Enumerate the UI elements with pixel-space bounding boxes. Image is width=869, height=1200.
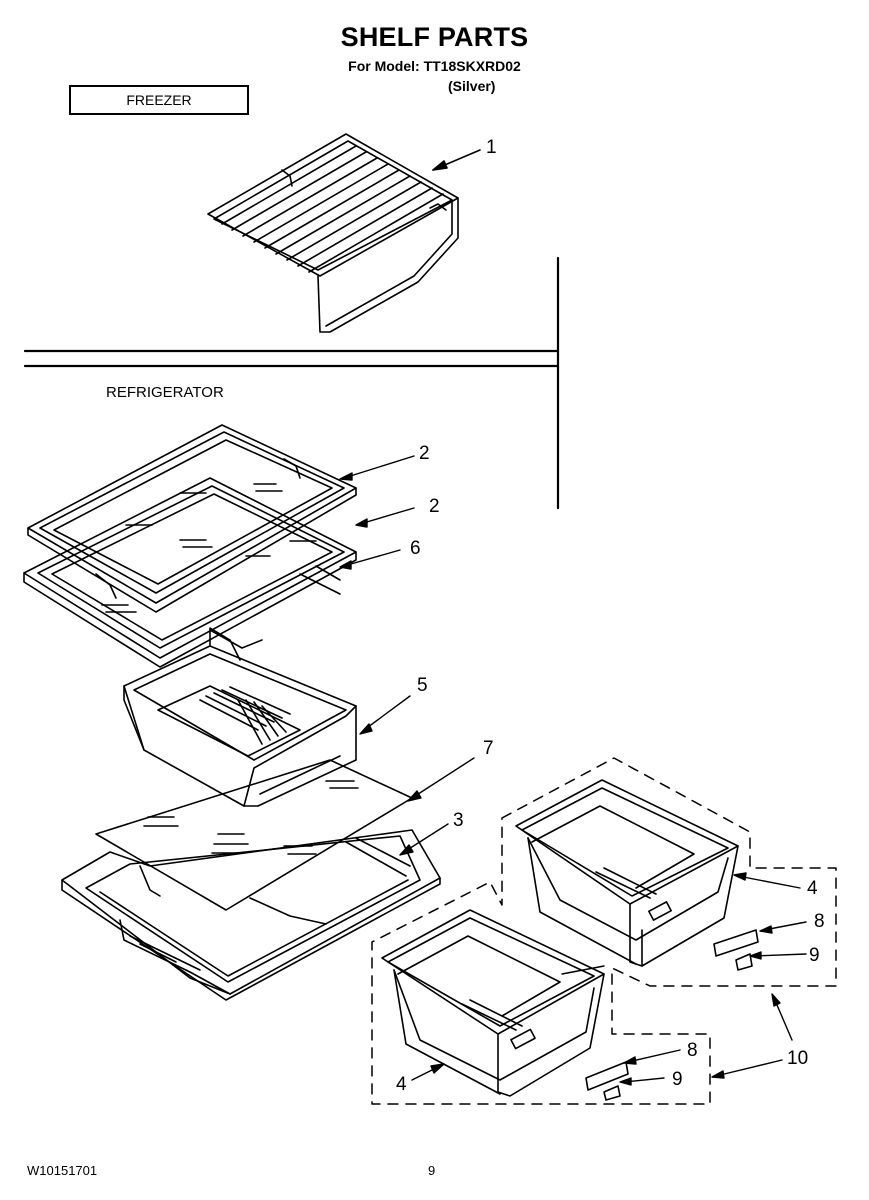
- section-divider: [23, 256, 560, 510]
- callout-numbers: 1 2 2 6 5 7 3 4 8 9 10 8 9 4: [396, 137, 825, 1095]
- callout-9b: 9: [672, 1069, 683, 1090]
- callout-10: 10: [787, 1048, 808, 1069]
- page-title: SHELF PARTS: [340, 22, 529, 52]
- assembly-boundary-10: [371, 757, 837, 1105]
- callout-6: 6: [410, 538, 421, 559]
- callout-9a: 9: [809, 945, 820, 966]
- crisper-pan: [123, 627, 357, 807]
- arrow-to-part-1: [432, 149, 481, 171]
- freezer-section-label: FREEZER: [69, 85, 249, 115]
- callout-2a: 2: [419, 443, 430, 464]
- crisper-cover-frame: [61, 829, 441, 1001]
- model-line: For Model: TT18SKXRD02: [348, 58, 521, 74]
- assembly-bracket-lines: [561, 965, 605, 975]
- bin-label-bracket-right: [713, 929, 759, 971]
- callout-1: 1: [486, 137, 497, 158]
- callout-2b: 2: [429, 496, 440, 517]
- callout-4b: 4: [396, 1074, 407, 1095]
- document-number: W10151701: [27, 1163, 98, 1178]
- crisper-cover-glass: [95, 759, 413, 911]
- callout-5: 5: [417, 675, 428, 696]
- leader-arrows: [339, 455, 807, 1086]
- vegetable-bin-right: [515, 779, 739, 967]
- glass-shelf-top: [27, 424, 357, 613]
- callout-4a: 4: [807, 878, 818, 899]
- glass-shelf-lower: [23, 477, 357, 668]
- freezer-wire-shelf: [207, 133, 459, 333]
- bin-label-bracket-left: [585, 1061, 629, 1101]
- refrigerator-section-label: REFRIGERATOR: [106, 384, 224, 401]
- model-color: (Silver): [448, 78, 496, 94]
- page-number: 9: [428, 1163, 436, 1178]
- vegetable-bin-left: [381, 909, 605, 1097]
- callout-7: 7: [483, 738, 494, 759]
- callout-8a: 8: [814, 911, 825, 932]
- callout-8b: 8: [687, 1040, 698, 1061]
- callout-3: 3: [453, 810, 464, 831]
